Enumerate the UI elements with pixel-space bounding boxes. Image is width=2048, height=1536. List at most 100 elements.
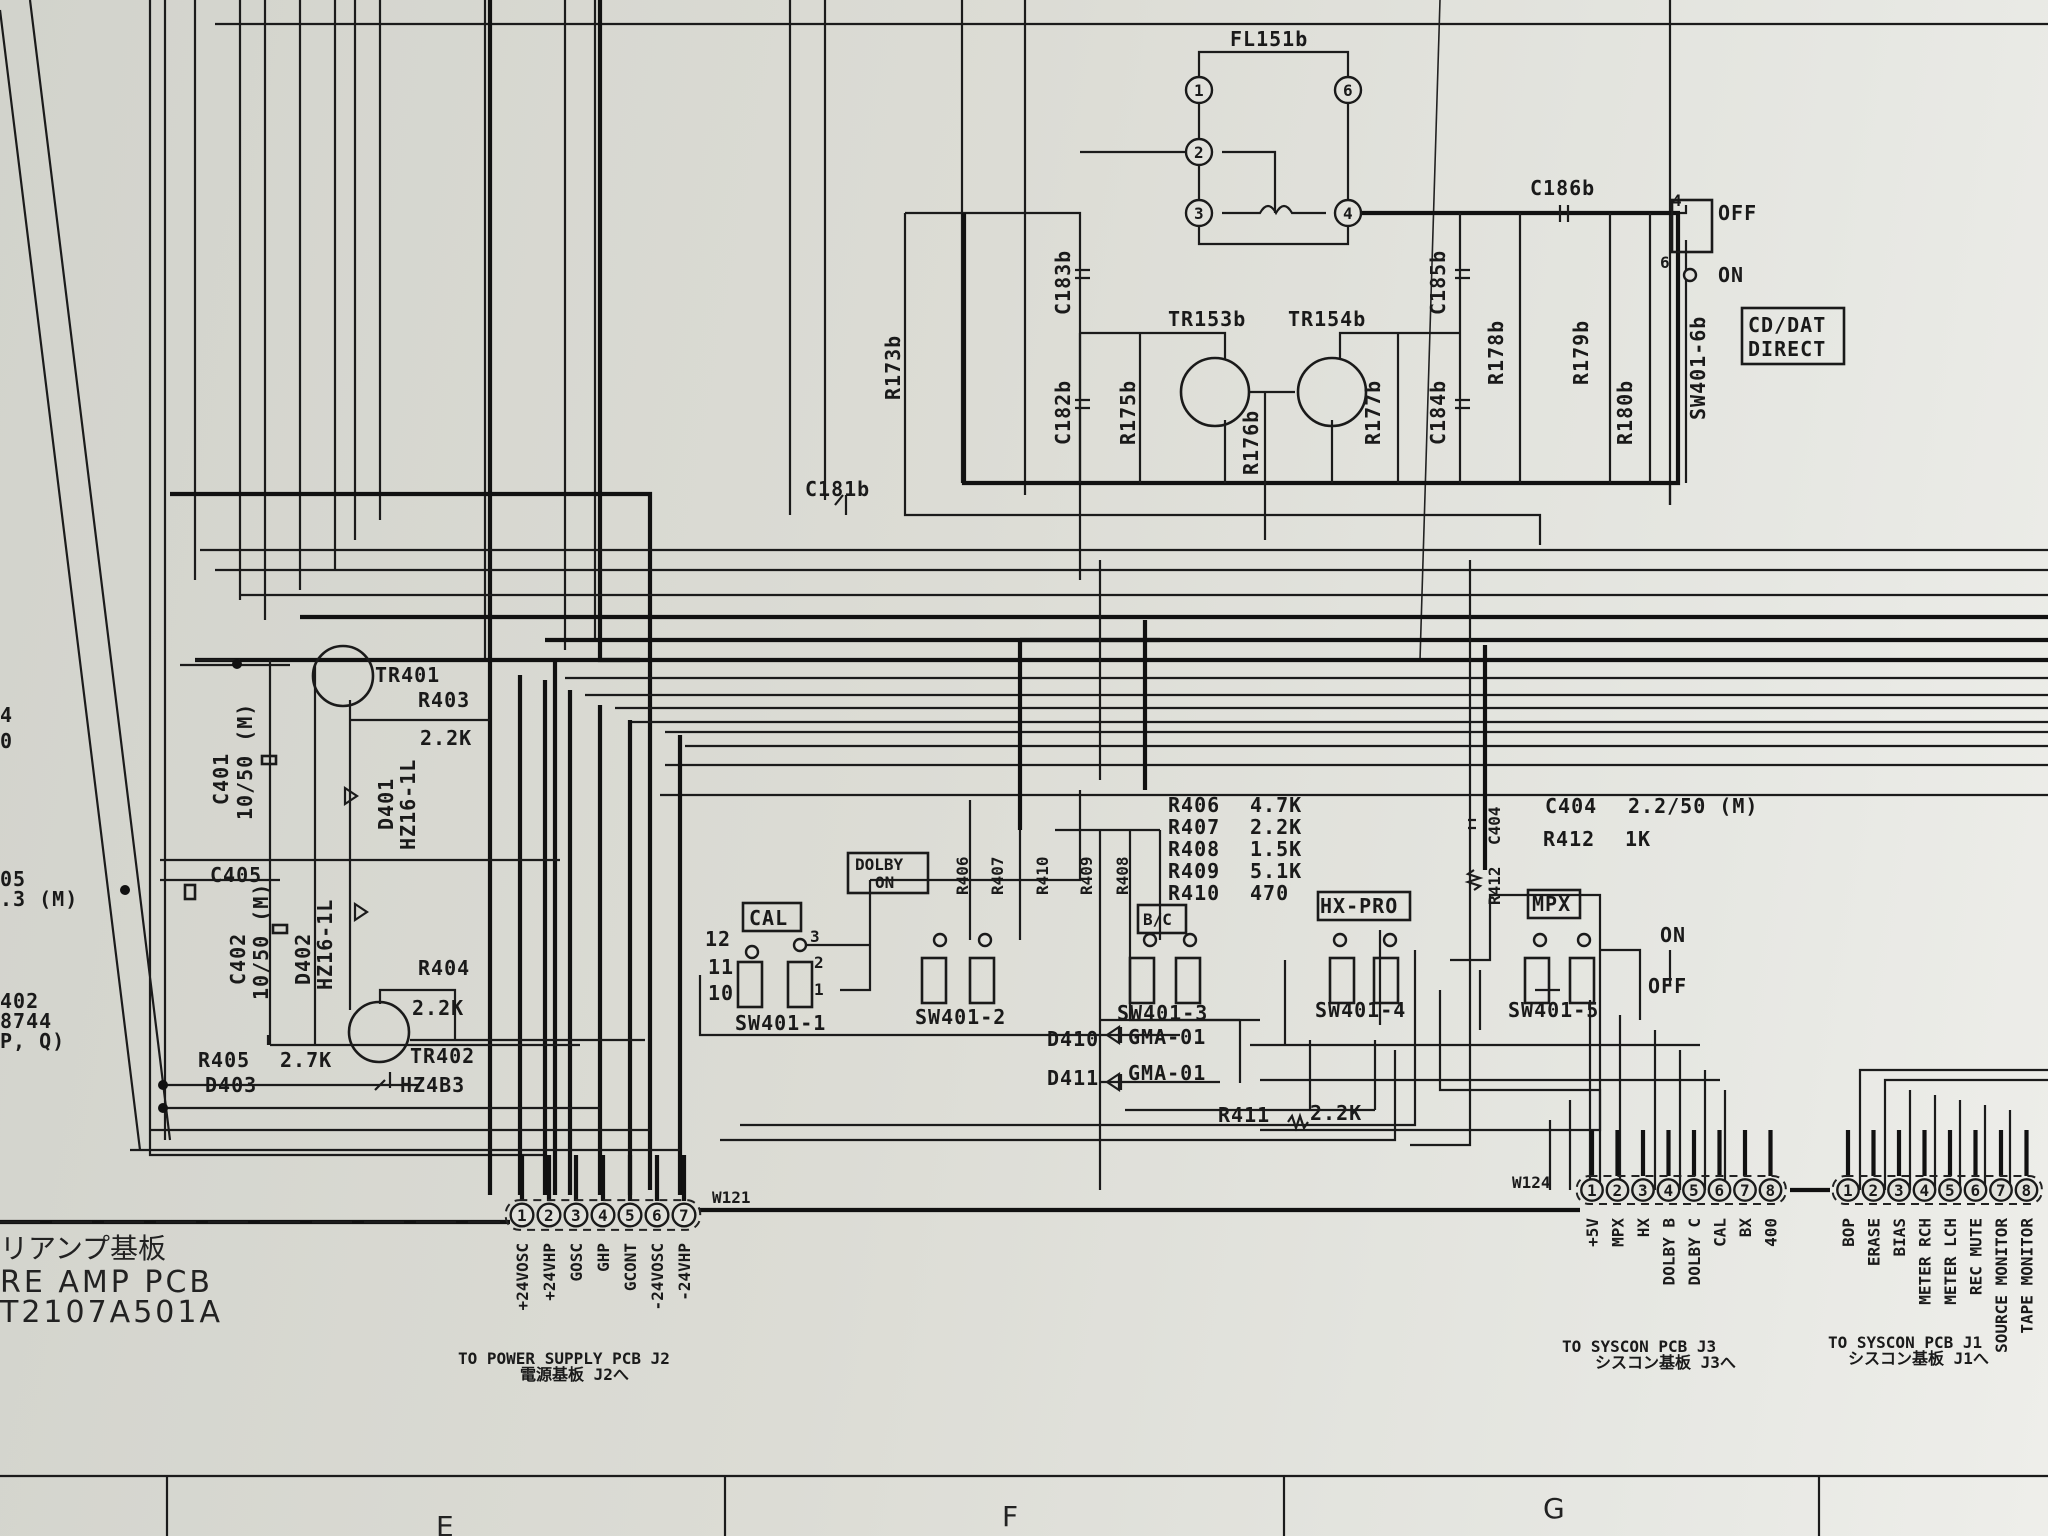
r412-ref: R412 [1485,866,1504,905]
d401-value: HZ16-1L [396,759,420,850]
connector-pin [644,1202,670,1228]
r175b-label: R175b [1116,380,1140,445]
switch-section: CAL DOLBY ON B/C HX-PRO MPX ON OFF 12 11… [698,790,1757,1190]
connector-pin-number: 1 [517,1206,527,1225]
connector-pin [1682,1178,1706,1202]
tr153b-label: TR153b [1168,307,1246,331]
filter-pin-2: 2 [1194,143,1204,162]
power-section: TR401 R403 2.2K R404 2.2K TR402 R405 2.7… [120,644,680,1152]
r407-ref: R407 [988,856,1007,895]
zone-e: E [436,1510,454,1536]
connector-pin-number: 7 [1996,1181,2006,1200]
connector-outline [504,1199,702,1231]
r403-value: 2.2K [420,726,472,750]
connector-signal-label: SOURCE MONITOR [1992,1218,2011,1353]
c401-value: 10/50 (M) [233,703,257,820]
c182b-label: C182b [1051,380,1075,445]
connector-pin-number: 7 [1740,1181,1750,1200]
r408-ref: R408 [1113,856,1132,895]
connector-pin [1963,1178,1988,1202]
connector-signal-label: METER LCH [1941,1218,1960,1305]
r178b-label: R178b [1484,320,1508,385]
connector-pin-number: 7 [679,1206,689,1225]
connector-pin-number: 5 [1945,1181,1955,1200]
board-name-en: RE AMP PCB [0,1265,213,1300]
value-ref: R410 [1168,881,1220,905]
r405-label: R405 [198,1048,250,1072]
connector-pin-number: 5 [625,1206,635,1225]
sw401-2-label: SW401-2 [915,1005,1006,1029]
cal-pin-10: 10 [708,981,734,1005]
zone-f: F [1002,1500,1018,1533]
fragment: 402 [0,989,39,1013]
value-ref: R409 [1168,859,1220,883]
connector-signal-label: GOSC [567,1243,586,1282]
connector-pin-number: 5 [1689,1181,1699,1200]
connector-pin [671,1202,697,1228]
switch-contacts [736,932,1596,1009]
upper-stage: C186b C181b TR153b TR154b C183b C182b R1… [805,176,1846,580]
r403-label: R403 [418,688,470,712]
connector-signal-label: CAL [1711,1218,1730,1247]
filter-pin-4: 4 [1343,204,1353,223]
connector-pin-number: 4 [1664,1181,1674,1200]
sw6b-on-label: ON [1718,263,1744,287]
w121-label: W121 [712,1188,751,1207]
connector-pin-number: 8 [2022,1181,2032,1200]
dolby-on-label: ON [875,873,894,892]
c402-label: C402 [226,933,250,985]
connector-pin-number: 1 [1843,1181,1853,1200]
d410-label: D410 [1047,1027,1099,1051]
direct-label: DIRECT [1748,337,1826,361]
cd-dat-label: CD/DAT [1748,313,1826,337]
sw401-3-label: SW401-3 [1117,1001,1208,1025]
connector-pin [1836,1178,1860,1202]
connector-signal-label: MPX [1609,1218,1628,1247]
connector-pin [536,1202,562,1228]
connector-pin [1656,1178,1681,1202]
r406-ref: R406 [953,856,972,895]
sw6b-off-label: OFF [1718,201,1757,225]
c402-value: 10/50 (M) [249,883,273,1000]
connector-signal-label: -24VHP [675,1243,694,1301]
fragment: 4 [0,703,13,727]
off-label: OFF [1648,974,1687,998]
tr402-label: TR402 [410,1044,475,1068]
connector-pin-number: 2 [1613,1181,1623,1200]
sw401-4-label: SW401-4 [1315,998,1406,1022]
connector-signal-label: DOLBY B [1660,1218,1679,1286]
connector-signal-label: TAPE MONITOR [2018,1218,2037,1334]
value-table: R406 4.7K R407 2.2K R408 1.5K R409 5.1K … [1168,793,1757,905]
sw6b-pin-6: 6 [1660,253,1670,272]
r179b-label: R179b [1569,320,1593,385]
value-ref: R406 [1168,793,1220,817]
connector-pin-number: 2 [1869,1181,1879,1200]
filter-fl151b: 1 6 2 3 4 FL151b [1080,27,1680,246]
r405-value: 2.7K [280,1048,332,1072]
connector-pin [617,1202,643,1228]
wires-top [0,0,2048,1195]
connector-outline [1575,1174,1787,1206]
sw1-pin-1: 1 [814,980,824,999]
c401-label: C401 [209,753,233,805]
connector-signal-label: +24VHP [540,1243,559,1301]
connector-pin-number: 4 [598,1206,608,1225]
d403-label: D403 [205,1073,257,1097]
connector-outline [1831,1174,2043,1206]
connector-pin-number: 2 [544,1206,554,1225]
r177b-label: R177b [1361,380,1385,445]
connector-pin [1631,1178,1655,1202]
connector-pin [563,1202,589,1228]
connector-pin-number: 3 [571,1206,581,1225]
board-name-jp: リアンプ基板 [0,1232,166,1265]
connector-pin [1758,1178,1783,1202]
value: 1.5K [1250,837,1302,861]
value: 470 [1250,881,1289,905]
c186b-label: C186b [1530,176,1595,200]
sw1-pin-2: 2 [814,953,824,972]
j2-destination: TO POWER SUPPLY PCB J2 [458,1349,670,1368]
r173b-label: R173b [881,335,905,400]
sw1-pin-3: 3 [810,927,820,946]
